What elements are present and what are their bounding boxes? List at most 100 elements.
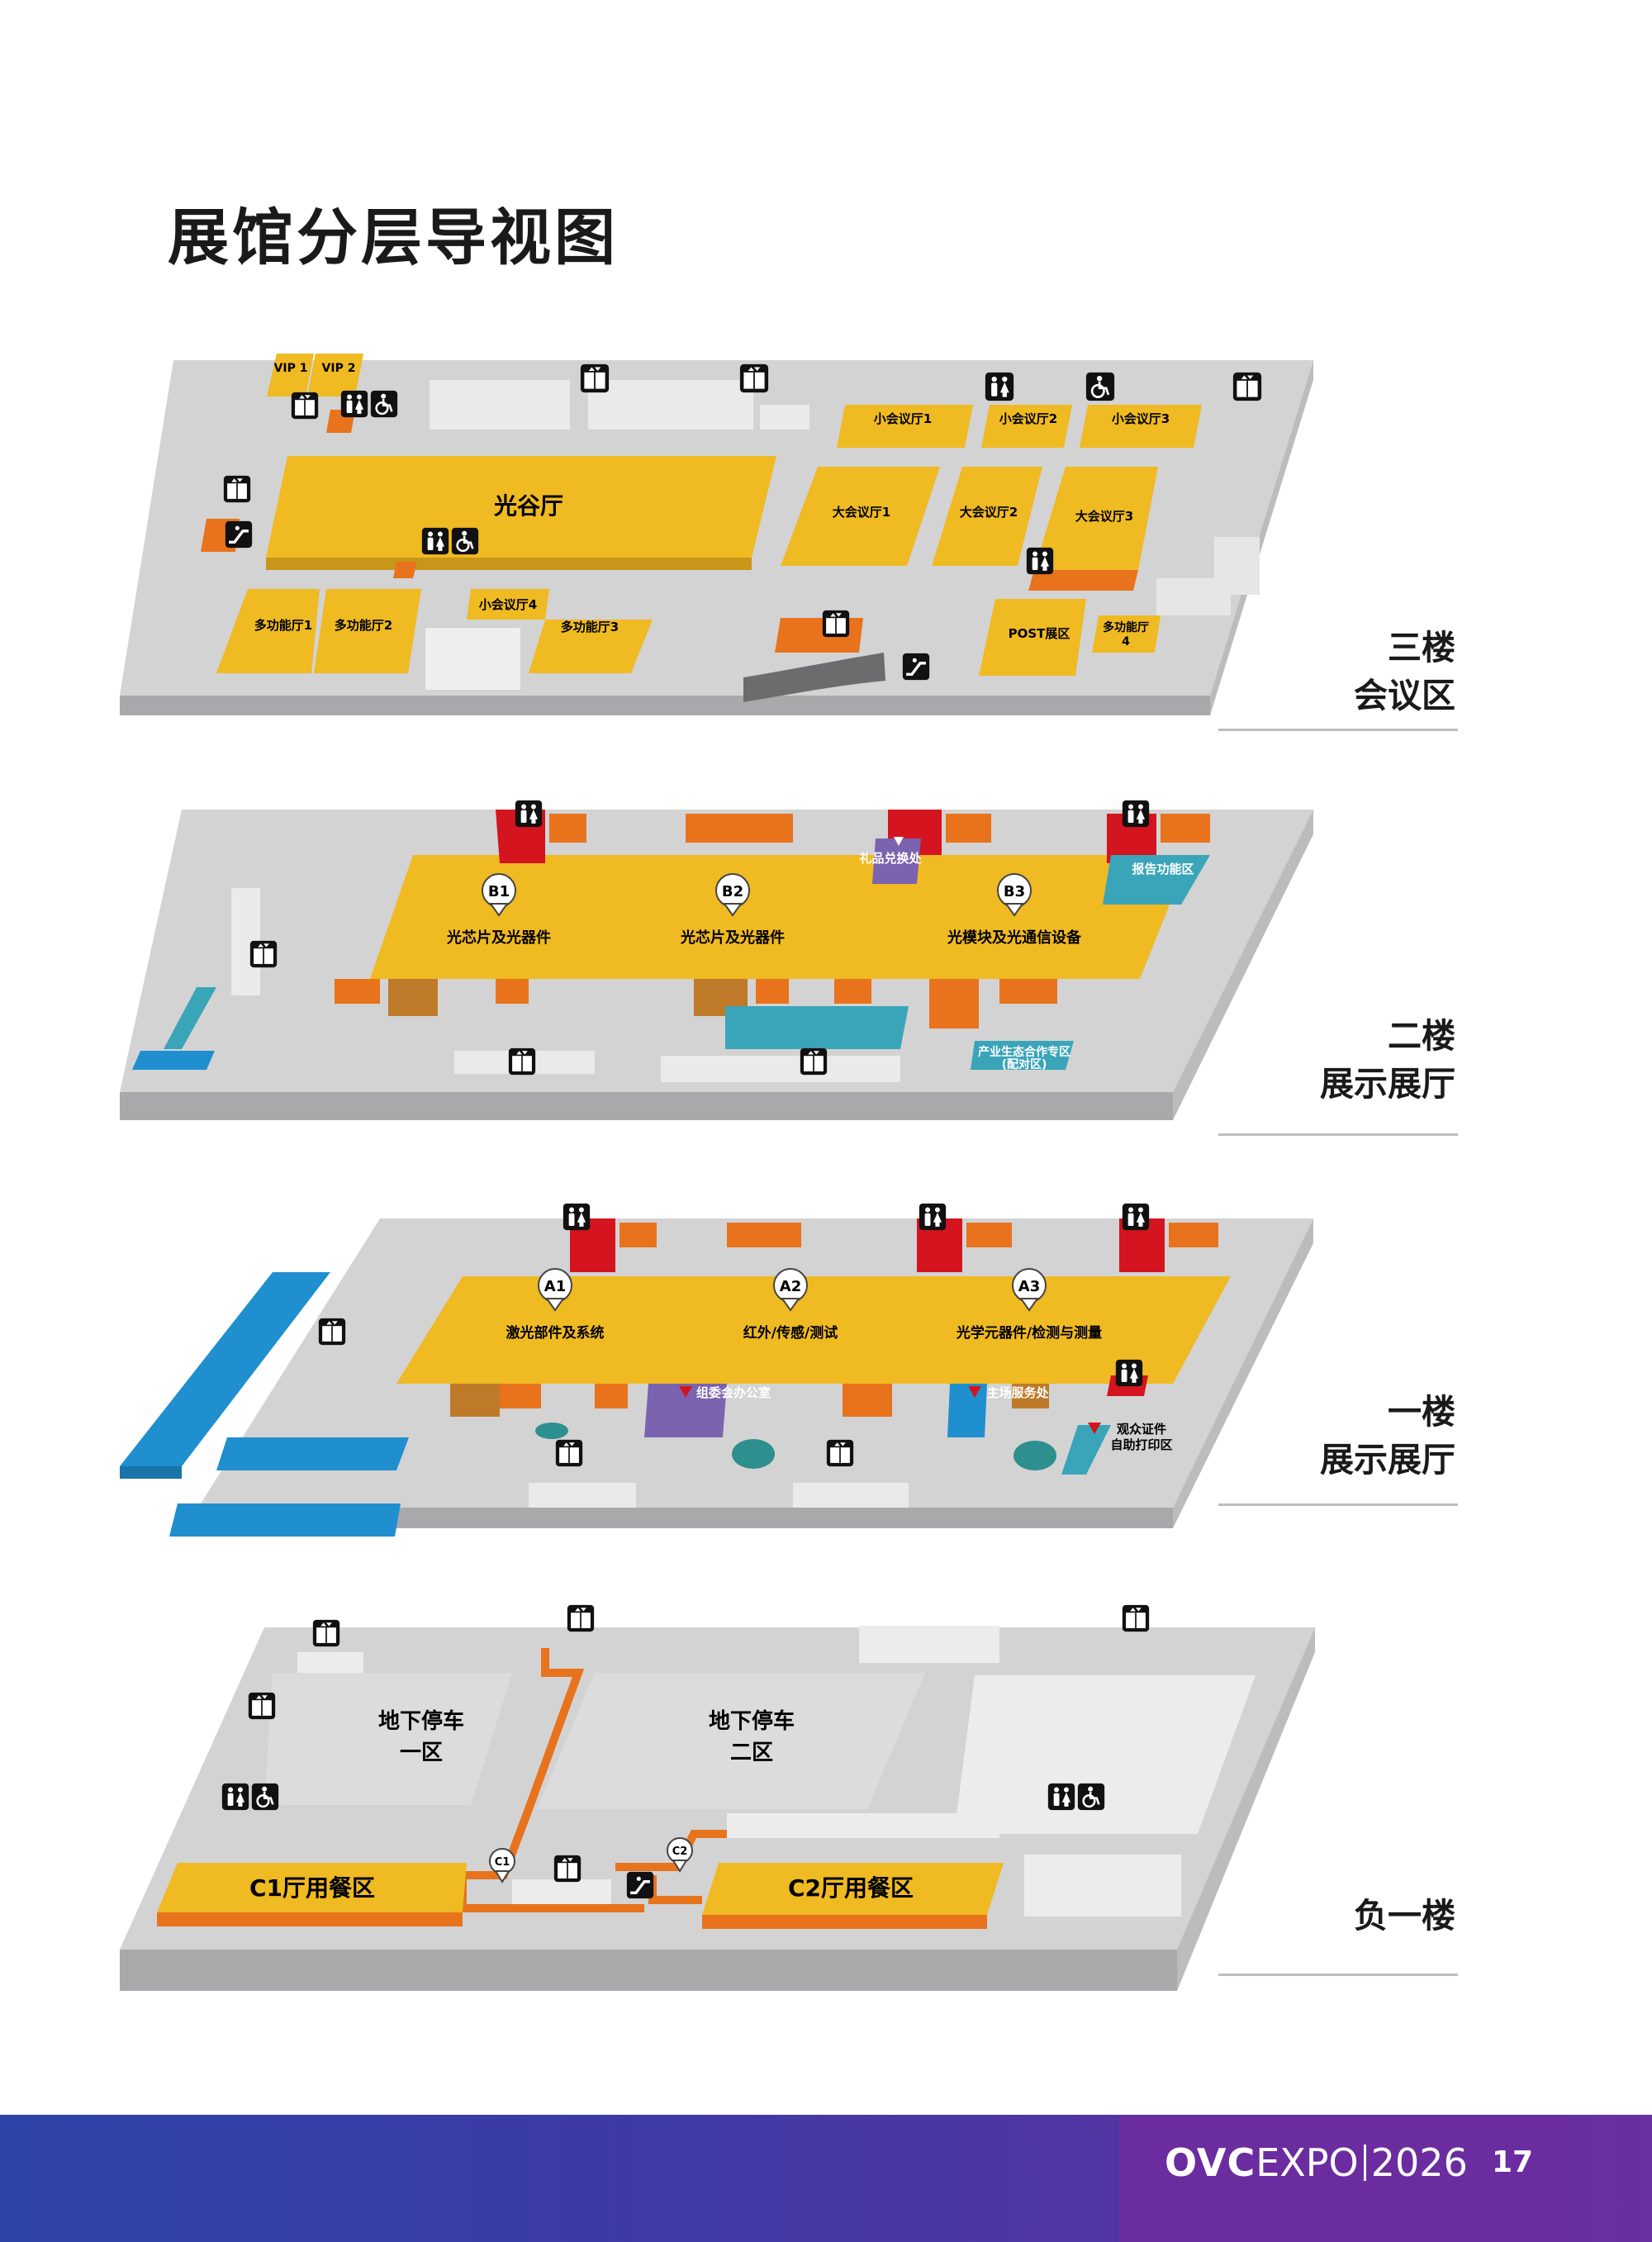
- restroom-icon[interactable]: [1122, 1203, 1150, 1231]
- wall-block: [793, 1483, 909, 1508]
- elevator-icon[interactable]: [555, 1439, 583, 1467]
- restroom-icon[interactable]: [563, 1203, 591, 1231]
- elevator-icon[interactable]: [318, 1318, 346, 1346]
- brand-logo-year: 2026: [1370, 2140, 1468, 2185]
- elevator-icon[interactable]: [248, 1692, 276, 1720]
- big-meeting-1-label: 大会议厅1: [833, 505, 890, 520]
- room-multi-3[interactable]: [529, 620, 653, 673]
- room-small-meeting-4[interactable]: [467, 589, 549, 620]
- gift-exchange-booth[interactable]: [872, 838, 921, 884]
- elevator-icon[interactable]: [1232, 372, 1262, 401]
- wall-block: [1156, 578, 1231, 615]
- elevator-icon[interactable]: [291, 392, 319, 420]
- hall-a-area[interactable]: [396, 1276, 1231, 1384]
- room-multi-2[interactable]: [314, 589, 421, 673]
- restroom-icon[interactable]: [515, 800, 543, 828]
- restroom-icon[interactable]: [919, 1203, 947, 1231]
- hall-a2-code: A2: [780, 1278, 801, 1295]
- restroom-icon[interactable]: [421, 527, 449, 555]
- big-meeting-2-label: 大会议厅2: [960, 505, 1018, 520]
- location-pin-icon[interactable]: A3: [1012, 1268, 1047, 1312]
- stair-block: [393, 562, 417, 578]
- restroom-icon[interactable]: [1115, 1359, 1143, 1387]
- location-pin-icon[interactable]: C1: [489, 1848, 515, 1883]
- wall-block: [588, 380, 753, 430]
- elevator-icon[interactable]: [249, 940, 278, 968]
- escalator-icon[interactable]: [902, 653, 930, 681]
- restroom-icon[interactable]: [221, 1783, 249, 1811]
- room-big-meeting-1[interactable]: [781, 467, 940, 566]
- dining-area-c1[interactable]: [157, 1863, 467, 1912]
- room-vip-1[interactable]: [267, 354, 314, 397]
- escalator-icon[interactable]: [225, 520, 253, 549]
- booth: [450, 1384, 500, 1417]
- elevator-icon[interactable]: [508, 1047, 536, 1076]
- restroom-icon[interactable]: [340, 390, 368, 418]
- room-small-meeting-3[interactable]: [1080, 405, 1202, 448]
- room-vip-2[interactable]: [307, 354, 363, 397]
- accessible-icon[interactable]: [370, 390, 398, 418]
- service-desk-booth[interactable]: [947, 1384, 987, 1437]
- accessible-icon[interactable]: [251, 1783, 279, 1811]
- room-multi-1[interactable]: [216, 589, 320, 673]
- restroom-icon[interactable]: [1026, 547, 1054, 575]
- dining-area-c2[interactable]: [702, 1863, 1004, 1915]
- big-meeting-3-label: 大会议厅3: [1075, 509, 1133, 524]
- booth: [1169, 1223, 1218, 1247]
- location-pin-icon[interactable]: A2: [773, 1268, 808, 1312]
- elevator-icon[interactable]: [826, 1439, 854, 1467]
- hall-b-area[interactable]: [370, 855, 1189, 979]
- escalator-icon[interactable]: [626, 1871, 654, 1899]
- parking-zone-2[interactable]: [537, 1673, 925, 1809]
- basement-1-name: 负一楼: [1354, 1896, 1455, 1936]
- location-pin-icon[interactable]: B1: [482, 873, 516, 917]
- room-big-meeting-2[interactable]: [932, 467, 1042, 566]
- floor-2-map: 礼品兑换处 报告功能区 产业生态合作专区 (配对区) B1 B2 B3 光芯片及…: [120, 800, 1313, 1120]
- round-kiosk: [535, 1423, 568, 1439]
- booth: [946, 814, 991, 843]
- elevator-icon[interactable]: [822, 610, 850, 638]
- room-small-meeting-2[interactable]: [981, 405, 1072, 448]
- elevator-icon[interactable]: [580, 363, 610, 393]
- report-area[interactable]: [1103, 855, 1210, 905]
- service-desk-label: 主场服务处: [986, 1385, 1049, 1400]
- restroom-icon[interactable]: [1122, 800, 1150, 828]
- booth: [1012, 1384, 1049, 1408]
- room-big-meeting-3[interactable]: [1034, 467, 1158, 570]
- elevator-icon[interactable]: [739, 363, 769, 393]
- accessible-icon[interactable]: [1085, 372, 1115, 401]
- print-area[interactable]: [1061, 1425, 1111, 1475]
- elevator-icon[interactable]: [553, 1855, 582, 1883]
- accessible-icon[interactable]: [1077, 1783, 1105, 1811]
- accessible-icon[interactable]: [451, 527, 479, 555]
- elevator-icon[interactable]: [1122, 1604, 1150, 1632]
- brand-logo-separator: [1363, 2145, 1366, 2181]
- booth: [929, 979, 979, 1028]
- parking-zone-2-sublabel: 二区: [730, 1741, 773, 1765]
- floor-side: [1173, 810, 1313, 1120]
- floor-2-zone: 展示展厅: [1320, 1064, 1455, 1104]
- room-post-exhibition[interactable]: [979, 599, 1086, 676]
- room-edge: [266, 558, 752, 570]
- location-pin-icon[interactable]: B2: [715, 873, 750, 917]
- room-small-meeting-1[interactable]: [837, 405, 973, 448]
- small-meeting-1-label: 小会议厅1: [874, 411, 932, 426]
- elevator-icon[interactable]: [567, 1604, 595, 1632]
- location-pin-icon[interactable]: C2: [667, 1837, 693, 1873]
- gift-exchange-label: 礼品兑换处: [859, 851, 922, 866]
- parking-zone-1[interactable]: [264, 1673, 512, 1805]
- footer-brand-tab: [1119, 2115, 1569, 2242]
- room-guanggu-hall[interactable]: [266, 456, 776, 558]
- location-pin-icon[interactable]: A1: [538, 1268, 572, 1312]
- restroom-icon[interactable]: [985, 372, 1014, 401]
- elevator-icon[interactable]: [800, 1047, 828, 1076]
- room-multi-4[interactable]: [1092, 615, 1161, 653]
- elevator-icon[interactable]: [312, 1619, 340, 1647]
- location-pin-icon[interactable]: B3: [997, 873, 1032, 917]
- organizer-office[interactable]: [644, 1384, 727, 1437]
- restroom-icon[interactable]: [1047, 1783, 1075, 1811]
- triangle-marker-icon: [679, 1386, 692, 1398]
- print-area-label: 观众证件: [1117, 1422, 1166, 1437]
- ecosystem-zone[interactable]: [971, 1041, 1074, 1070]
- elevator-icon[interactable]: [223, 475, 251, 503]
